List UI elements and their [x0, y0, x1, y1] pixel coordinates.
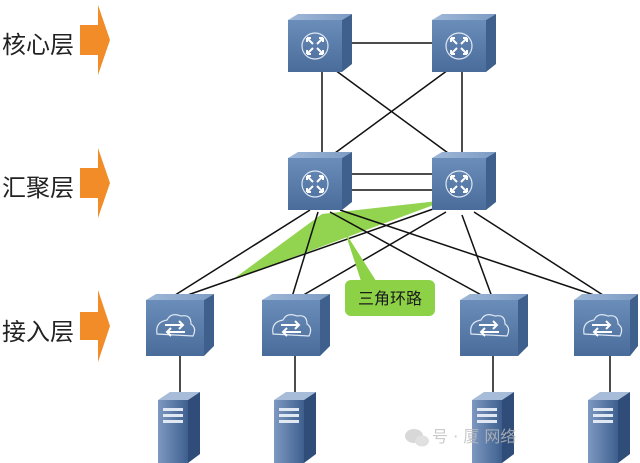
link-agg2-acc1 [181, 207, 437, 298]
link-agg1-acc3 [329, 211, 486, 298]
server-icon [279, 408, 299, 423]
server-4 [588, 392, 630, 463]
core-router-1 [288, 14, 352, 72]
arrow-icon-core [80, 5, 110, 75]
watermark-text: 号 · 厦 网络 [432, 427, 516, 446]
server-2 [274, 392, 316, 463]
access-switch-1 [146, 294, 214, 356]
watermark: 号 · 厦 网络 [405, 427, 516, 447]
link-agg1-acc1 [171, 209, 311, 298]
arrow-icon-aggregation [80, 148, 110, 218]
server-icon [593, 408, 613, 423]
arrow-icon-access [80, 290, 110, 362]
layer-label-access: 接入层 [2, 318, 74, 346]
server-1 [158, 392, 200, 463]
switch-icon [156, 314, 196, 337]
router-icon [445, 170, 473, 198]
layer-label-aggregation: 汇聚层 [2, 174, 74, 202]
callout-label: 三角环路 [358, 289, 422, 308]
aggregation-router-1 [288, 152, 352, 210]
triangle-loop-callout: 三角环路 [345, 232, 435, 316]
switch-icon [470, 314, 510, 337]
link-agg2-acc2 [299, 211, 447, 298]
link-agg2-acc4 [473, 211, 607, 298]
layer-arrows [80, 5, 110, 362]
router-icon [445, 32, 473, 60]
server-icon [477, 408, 497, 423]
core-router-2 [432, 14, 496, 72]
link-agg1-acc4 [339, 209, 601, 298]
switch-icon [272, 314, 312, 337]
link-core2-agg1 [334, 69, 449, 154]
router-icon [301, 170, 329, 198]
layer-label-core: 核心层 [2, 31, 74, 59]
router-icon [301, 32, 329, 60]
wechat-icon [405, 429, 429, 447]
aggregation-router-2 [432, 152, 496, 210]
access-switch-3 [460, 294, 528, 356]
access-switch-2 [262, 294, 330, 356]
access-switch-4 [574, 294, 638, 356]
server-icon [163, 408, 183, 423]
link-agg2-acc3 [461, 214, 493, 298]
server-3 [472, 392, 514, 463]
switch-icon [583, 314, 623, 337]
links [171, 42, 611, 396]
